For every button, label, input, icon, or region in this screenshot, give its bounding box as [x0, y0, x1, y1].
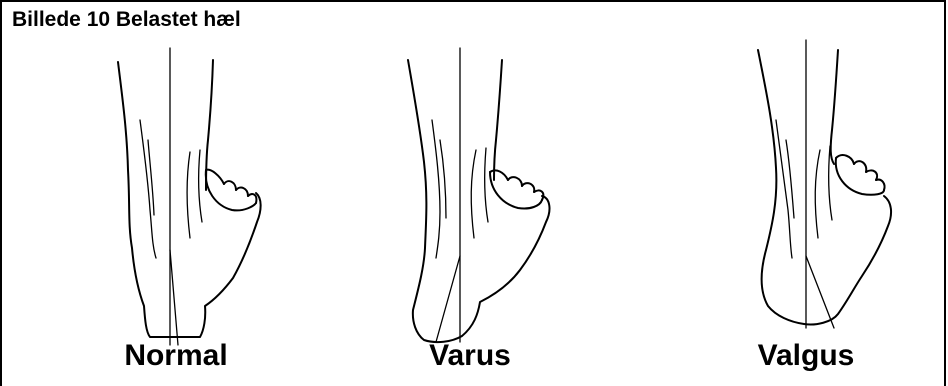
foot-drawing-varus: [408, 48, 549, 342]
foot-drawing-normal: [118, 48, 261, 345]
panel-label-varus: Varus: [429, 339, 511, 373]
panel-label-normal: Normal: [124, 339, 227, 373]
panel-label-valgus: Valgus: [758, 339, 855, 373]
foot-drawing-valgus: [758, 40, 891, 328]
